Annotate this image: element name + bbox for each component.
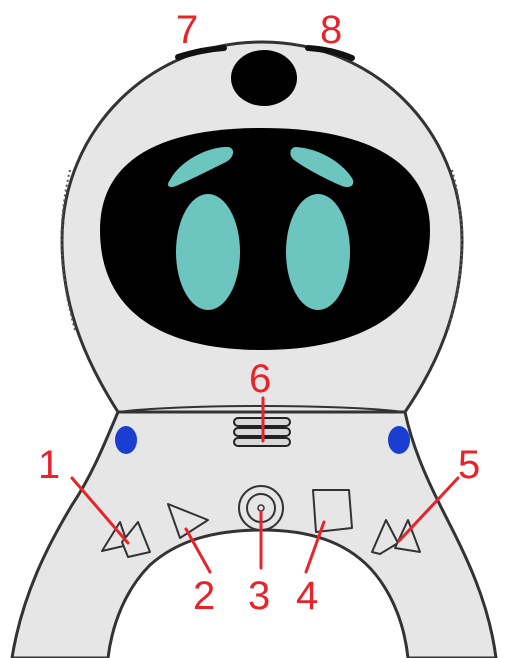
- callout-label-8: 8: [320, 8, 342, 52]
- left-sensor-dot: [115, 426, 137, 454]
- callout-label-5: 5: [458, 443, 480, 487]
- right-sensor-dot: [388, 426, 410, 454]
- body-shell: [12, 412, 496, 658]
- callout-label-3: 3: [248, 574, 270, 618]
- face-screen: [100, 128, 430, 350]
- callout-label-7: 7: [176, 8, 198, 52]
- right-eye: [286, 194, 350, 310]
- callout-label-1: 1: [38, 443, 60, 487]
- callout-label-6: 6: [249, 357, 271, 401]
- left-eye: [176, 194, 240, 310]
- top-camera: [231, 50, 297, 106]
- square-icon[interactable]: [313, 490, 352, 532]
- callout-label-2: 2: [193, 574, 215, 618]
- callout-label-4: 4: [296, 574, 318, 618]
